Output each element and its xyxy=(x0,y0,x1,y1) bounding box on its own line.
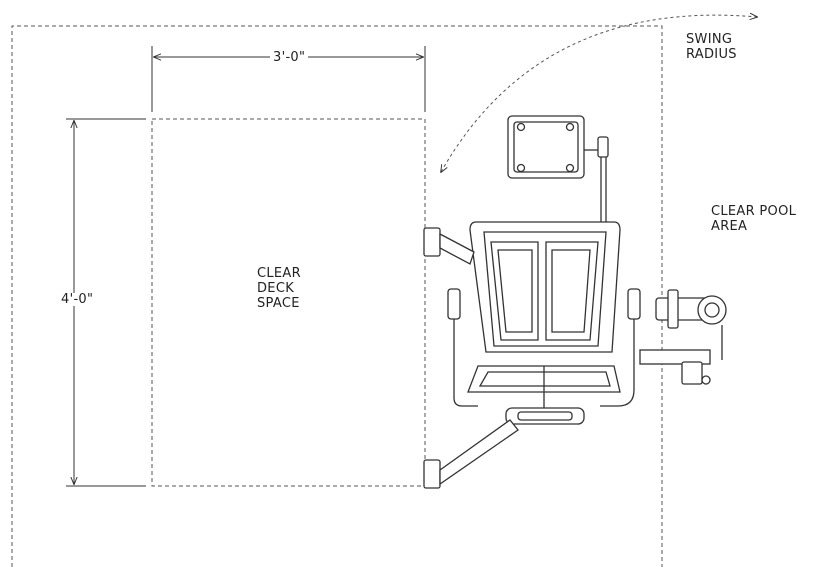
swing-radius-label-line1: SWING xyxy=(686,32,733,47)
lift-chair xyxy=(447,221,641,425)
control-box xyxy=(507,115,609,226)
height-dimension-label: 4'-0" xyxy=(58,293,97,306)
swing-radius-label-line2: RADIUS xyxy=(686,47,737,62)
clear-pool-area-label-line2: AREA xyxy=(711,219,748,234)
swing-radius-arc xyxy=(441,15,757,172)
clear-pool-area-label-line1: CLEAR POOL xyxy=(711,204,797,219)
deck-anchors xyxy=(423,227,519,489)
clear-deck-space-label-line1: CLEAR xyxy=(257,266,301,281)
pool-mount-mast xyxy=(639,289,727,385)
width-dimension-label: 3'-0" xyxy=(270,51,309,64)
clear-deck-space-label-line3: SPACE xyxy=(257,296,300,311)
clear-deck-space-label-line2: DECK xyxy=(257,281,295,296)
clear-deck-space-rect xyxy=(151,118,426,487)
